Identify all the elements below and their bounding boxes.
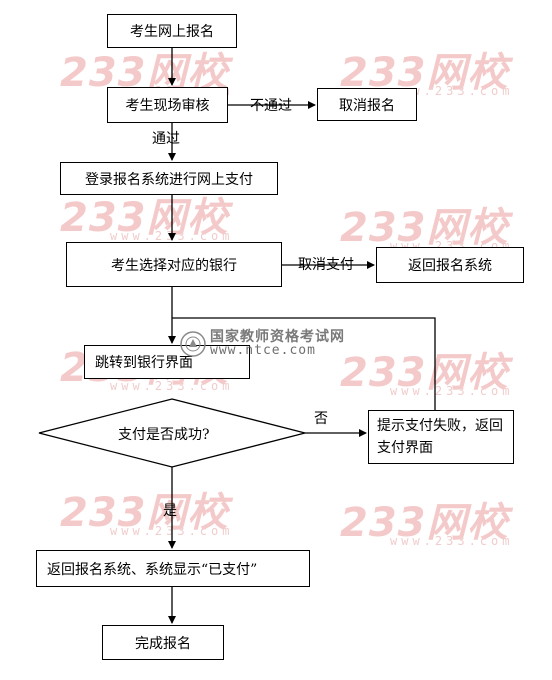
ntce-watermark: 国家教师资格考试网 www.ntce.com — [180, 330, 345, 358]
node-complete-registration: 完成报名 — [102, 625, 224, 660]
edge-label-not-passed: 不通过 — [250, 98, 292, 114]
node-select-bank: 考生选择对应的银行 — [66, 242, 282, 287]
edge-label-yes: 是 — [163, 503, 177, 519]
edge-label-cancel-pay: 取消支付 — [298, 257, 354, 273]
edge-label-passed: 通过 — [152, 131, 180, 147]
edge-n9-n7-loop — [172, 317, 436, 410]
decision-label: 支付是否成功? — [118, 427, 210, 443]
node-onsite-review: 考生现场审核 — [107, 87, 228, 123]
node-return-system: 返回报名系统 — [376, 247, 524, 283]
ntce-url: www.ntce.com — [210, 343, 316, 358]
node-online-registration: 考生网上报名 — [107, 14, 237, 48]
node-login-pay-online: 登录报名系统进行网上支付 — [60, 162, 278, 195]
ntce-seal-icon — [180, 331, 206, 357]
edge-label-no: 否 — [314, 411, 328, 427]
node-cancel-registration: 取消报名 — [317, 88, 417, 121]
ntce-name: 国家教师资格考试网 — [210, 329, 345, 345]
node-return-system-paid: 返回报名系统、系统显示“已支付” — [36, 550, 310, 587]
node-payment-failed: 提示支付失败，返回支付界面 — [368, 410, 514, 464]
node-bank-page: 跳转到银行界面 — [84, 345, 250, 379]
decision-diamond — [38, 398, 306, 468]
